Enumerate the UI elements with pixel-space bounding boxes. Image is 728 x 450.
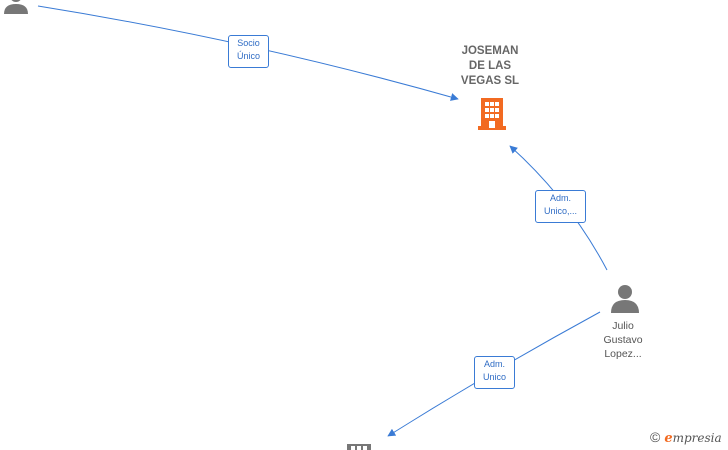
edge-label-line: Unico,... [543,206,577,216]
company-name[interactable]: JOSEMAN DE LAS VEGAS SL [440,44,540,89]
edge-label-line: Adm. [483,359,505,369]
bottom-building-icon[interactable] [346,443,372,450]
company-name-line: JOSEMAN [461,45,519,57]
edge-label-line: Adm. [549,193,571,203]
company-name-line: DE LAS [468,60,512,72]
brand-name: mpresia [672,431,722,445]
edge-label-line: Unico [482,372,506,382]
company-name-line: VEGAS SL [460,75,520,87]
edge-label-socio-unico[interactable]: Socio Único [228,35,269,68]
empresia-logo: ©empresia [650,429,722,446]
person-icon[interactable] [610,283,640,313]
edge-label-adm-unico-bottom[interactable]: Adm. Unico [474,356,515,389]
person-name[interactable]: Julio Gustavo Lopez... [588,319,658,361]
person-top-left-icon[interactable] [2,0,30,14]
person-name-line: Gustavo [603,334,643,346]
person-name-line: Julio [612,320,634,332]
person-name-line: Lopez... [604,348,642,360]
building-icon[interactable] [477,96,507,130]
edge-label-adm-unico-company[interactable]: Adm. Unico,... [535,190,586,223]
edge-label-line: Único [236,51,260,61]
copyright-symbol: © [650,429,661,445]
edge-label-line: Socio [237,38,260,48]
brand-initial: e [664,431,673,446]
